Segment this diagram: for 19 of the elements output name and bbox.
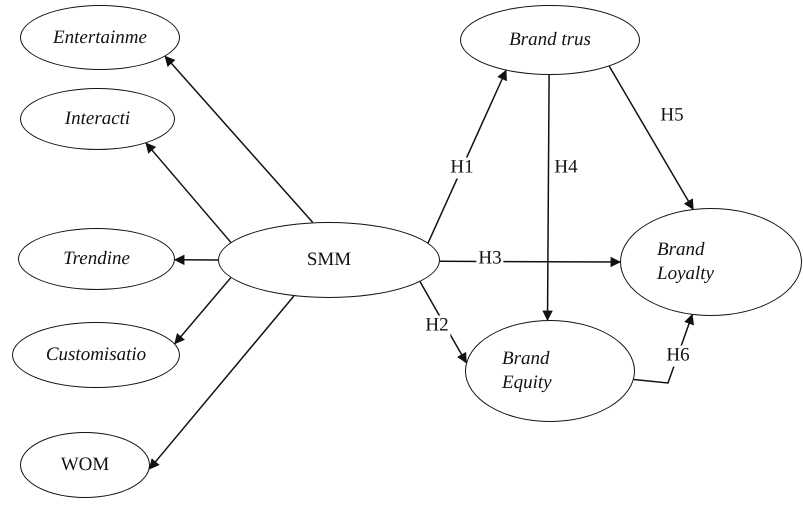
construct-label: Interacti bbox=[64, 107, 132, 131]
arrow bbox=[174, 254, 218, 266]
construct-label: Trendine bbox=[62, 247, 131, 271]
arrow bbox=[145, 142, 232, 243]
hypothesis-label: H2 bbox=[423, 316, 451, 336]
construct-label: Brand trus bbox=[508, 28, 592, 52]
construct-label: Customisatio bbox=[44, 343, 148, 367]
arrow bbox=[148, 296, 294, 470]
arrow bbox=[608, 66, 694, 210]
construct-label: Brand Loyalty bbox=[656, 238, 715, 286]
arrow bbox=[174, 277, 232, 344]
arrow bbox=[427, 70, 507, 244]
construct-label: Entertainme bbox=[52, 26, 148, 50]
arrow bbox=[542, 75, 553, 322]
hypothesis-label: H6 bbox=[664, 346, 692, 366]
construct-label: SMM bbox=[306, 248, 352, 272]
construct-label: WOM bbox=[60, 453, 110, 477]
construct-label: Brand Equity bbox=[500, 347, 553, 395]
arrow bbox=[164, 56, 314, 223]
